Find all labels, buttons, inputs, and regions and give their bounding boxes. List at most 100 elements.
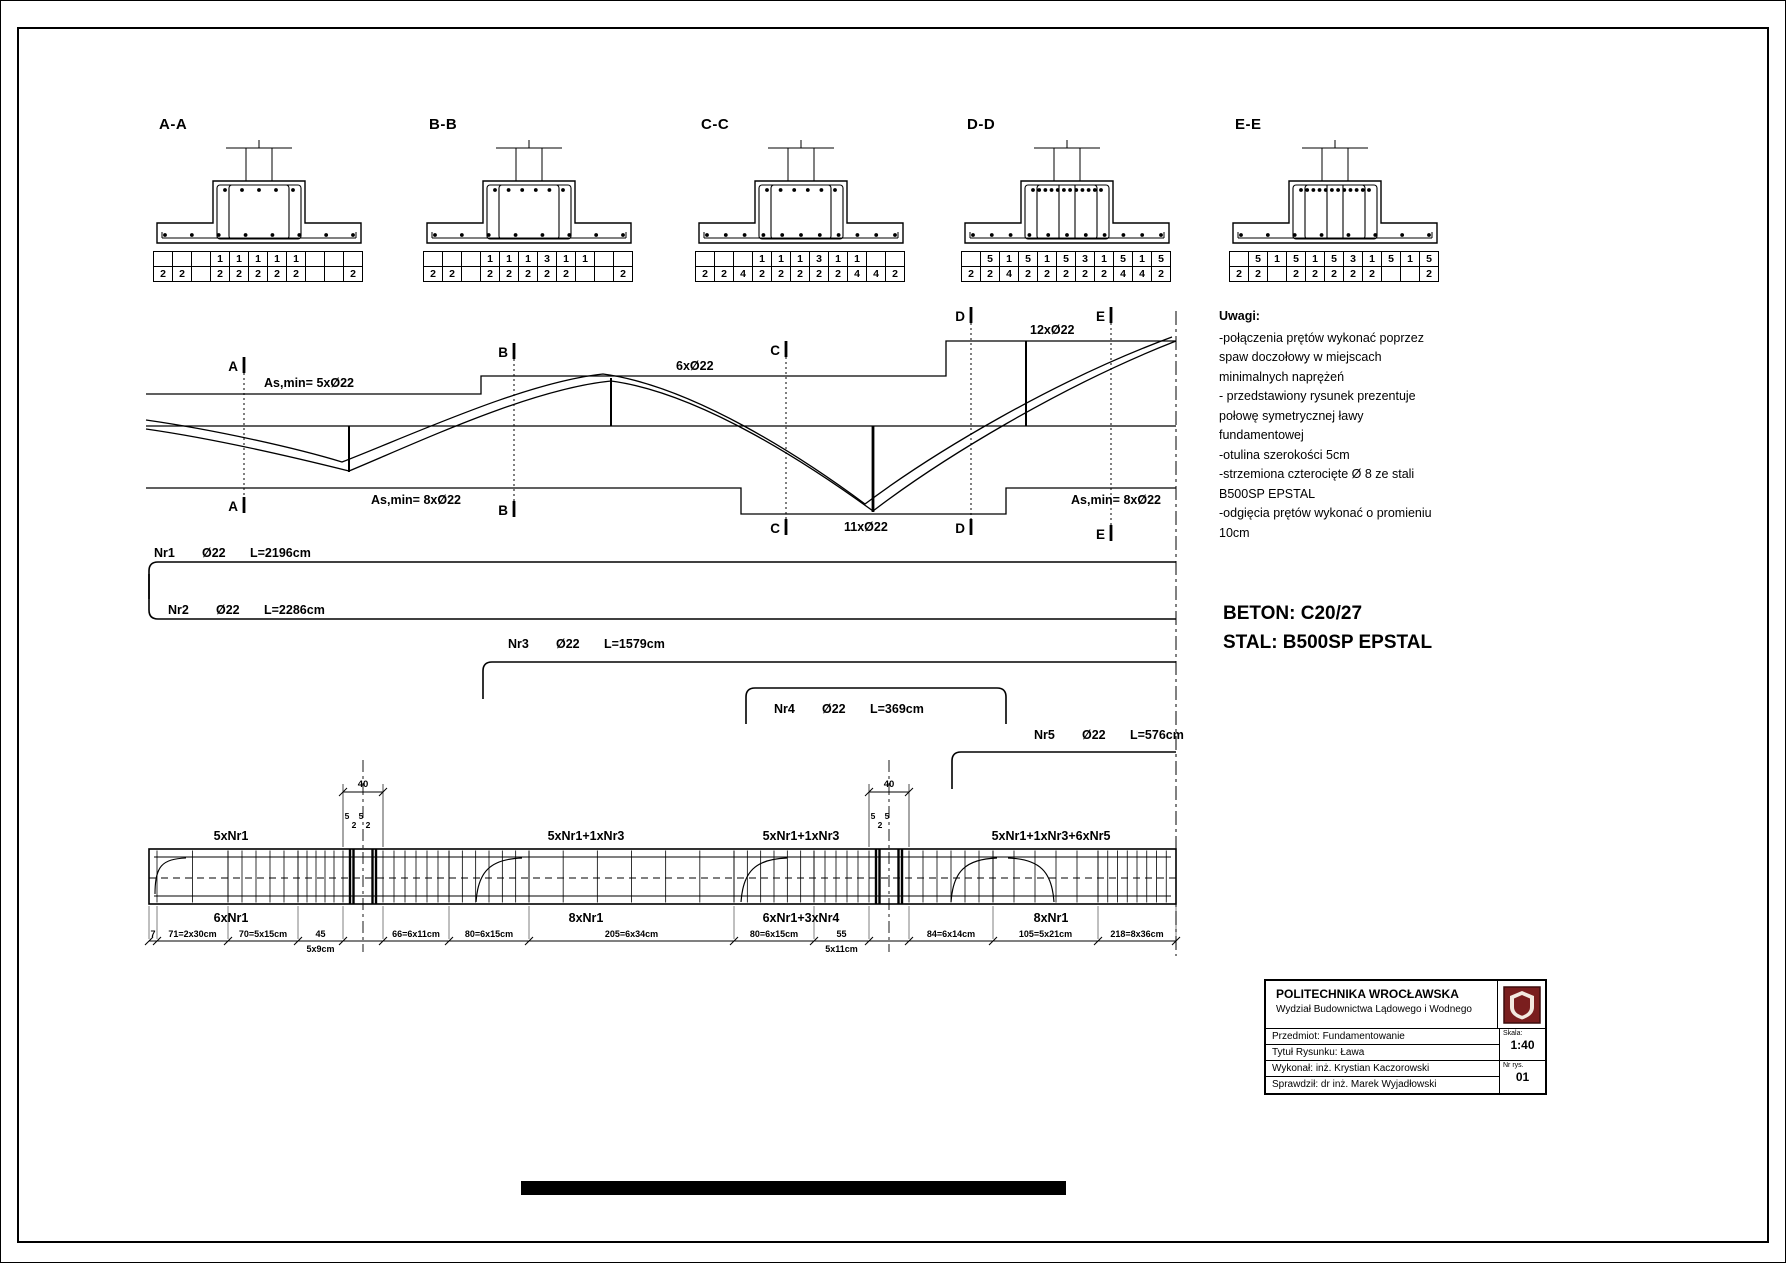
bar-count-cell: 2 [1419, 266, 1439, 282]
bar-count-cell: 3 [809, 251, 829, 267]
checker-row: Sprawdził: dr inż. Marek Wyjadłowski [1266, 1077, 1499, 1093]
bar-count-cell: 2 [1305, 266, 1325, 282]
bar-count-cell: 1 [847, 251, 867, 267]
bar-count-cell: 4 [1132, 266, 1152, 282]
beam-outline [148, 848, 1177, 905]
bottom-steel-extent-line [146, 487, 1176, 515]
notes-title: Uwagi: [1219, 309, 1260, 323]
beam-label: 71=2x30cm [168, 929, 216, 939]
bar-count-cell: 5 [1113, 251, 1133, 267]
bar-count-cell: 2 [286, 266, 306, 282]
bar-count-cell: 2 [1286, 266, 1306, 282]
beam-label: 2 [878, 820, 883, 830]
beam-label: 8xNr1 [1034, 911, 1069, 925]
bar-count-cell: 1 [1094, 251, 1114, 267]
author-row: Wykonał: inż. Krystian Kaczorowski [1266, 1061, 1499, 1077]
bar-count-cell [305, 251, 325, 267]
bar-count-cell: 2 [1056, 266, 1076, 282]
bar-count-cell [733, 251, 753, 267]
bar-count-cell: 2 [714, 266, 734, 282]
bar-count-cell [191, 251, 211, 267]
bar-count-cell: 2 [790, 266, 810, 282]
note-line: minimalnych naprężeń [1219, 369, 1345, 384]
bar-count-cell: 2 [172, 266, 192, 282]
bar-count-cell: 1 [499, 251, 519, 267]
note-line: połowę symetrycznej ławy [1219, 408, 1364, 423]
section-drawing [156, 140, 362, 244]
bar-name: Nr1 [154, 546, 175, 560]
bar-diameter: Ø22 [1082, 728, 1106, 742]
bar-count-cell [343, 251, 363, 267]
bar-count-cell: 2 [1151, 266, 1171, 282]
bar-nr3-shape [482, 661, 1176, 699]
beam-label: 2 [352, 820, 357, 830]
bar-count-cell [885, 251, 905, 267]
faculty-name: Wydział Budownictwa Lądowego i Wodnego [1276, 1004, 1472, 1015]
beam-label: 40 [884, 779, 895, 790]
beam-label: 205=6x34cm [605, 929, 658, 939]
svg-text:C: C [770, 521, 780, 536]
note-line: fundamentowej [1219, 428, 1304, 442]
bar-count-cell: 3 [1343, 251, 1363, 267]
svg-text:E: E [1096, 527, 1105, 542]
bar-count-cell [305, 266, 325, 282]
beam-label: 2 [366, 820, 371, 830]
bar-count-cell: 1 [1267, 251, 1287, 267]
bar-count-cell: 2 [1248, 266, 1268, 282]
top-steel-label-1: As,min= 5xØ22 [264, 376, 354, 390]
bar-count-cell: 4 [1113, 266, 1133, 282]
beam-label: 5 [871, 811, 876, 821]
bar-count-cell: 1 [1400, 251, 1420, 267]
bar-count-cell: 2 [1343, 266, 1363, 282]
bar-count-cell: 1 [480, 251, 500, 267]
bar-count-cell: 2 [771, 266, 791, 282]
author-label: Wykonał: [1272, 1063, 1314, 1074]
scale-label: Skala: [1503, 1030, 1523, 1037]
bar-count-cell: 2 [1094, 266, 1114, 282]
bar-count-cell [961, 251, 981, 267]
bar-count-cell: 2 [499, 266, 519, 282]
bar-count-cell: 3 [537, 251, 557, 267]
bar-count-cell: 2 [1362, 266, 1382, 282]
beam-label: 5x11cm [825, 944, 858, 954]
svg-text:B: B [498, 345, 508, 360]
bar-count-cell: 2 [343, 266, 363, 282]
section-title: E-E [1235, 116, 1262, 133]
svg-text:D: D [955, 309, 965, 324]
bottom-steel-label-3: As,min= 8xØ22 [1071, 493, 1161, 507]
bar-count-cell: 2 [153, 266, 173, 282]
section-marker-a: A A [228, 357, 246, 514]
section-marker-c: C C [770, 341, 788, 536]
bar-count-cell: 2 [885, 266, 905, 282]
bar-count-cell: 2 [828, 266, 848, 282]
subject-row: Przedmiot: Fundamentowanie [1266, 1029, 1499, 1045]
section-drawing [1232, 140, 1438, 244]
university-logo [1497, 981, 1545, 1028]
bar-count-cell: 5 [1151, 251, 1171, 267]
bar-count-cell: 2 [1018, 266, 1038, 282]
top-steel-label-3: 12xØ22 [1030, 323, 1075, 337]
beam-label: 5xNr1 [214, 829, 249, 843]
bar-length: L=2196cm [250, 546, 311, 560]
bar-count-cell: 1 [556, 251, 576, 267]
bar-bend-curves [475, 857, 1055, 903]
section-title: B-B [429, 116, 458, 133]
bar-count-cell: 1 [518, 251, 538, 267]
university-name: POLITECHNIKA WROCŁAWSKA [1276, 987, 1459, 1001]
beam-label: 80=6x15cm [465, 929, 513, 939]
concrete-grade: BETON: C20/27 [1223, 603, 1363, 624]
drawing-title-value: Ława [1340, 1047, 1365, 1058]
bar-count-cell: 4 [999, 266, 1019, 282]
bar-count-cell: 2 [423, 266, 443, 282]
beam-label: 218=8x36cm [1110, 929, 1163, 939]
bar-count-cell: 1 [575, 251, 595, 267]
bar-count-cell: 2 [210, 266, 230, 282]
title-block: POLITECHNIKA WROCŁAWSKA Wydział Budownic… [1264, 979, 1547, 1095]
symmetry-axis-line [1175, 311, 1177, 956]
bar-diameter: Ø22 [202, 546, 226, 560]
